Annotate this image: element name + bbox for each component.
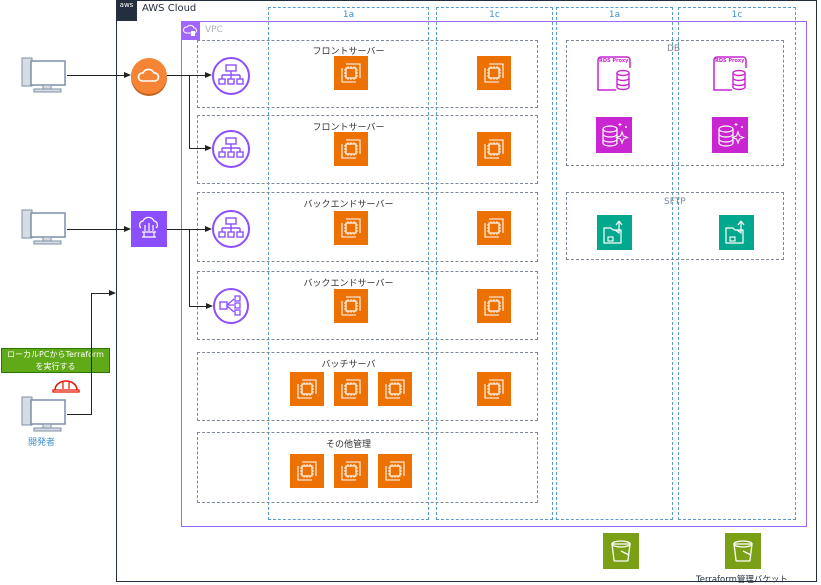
ec2-instance-icon[interactable]	[334, 372, 368, 406]
rds-proxy-icon[interactable]: RDS Proxy	[596, 56, 632, 92]
group-label: バックエンドサーバー	[303, 279, 394, 289]
arrow-head-icon	[124, 72, 131, 78]
aws-cloud-group	[116, 0, 817, 582]
note-line-2: を実行する	[35, 362, 76, 371]
aws-cloud-title: AWS Cloud	[142, 3, 197, 14]
connector-line	[67, 414, 92, 415]
client-pc-icon[interactable]	[21, 209, 67, 250]
az-label: 1a	[342, 10, 355, 20]
connector-line	[67, 229, 125, 230]
arrow-head-icon	[124, 226, 131, 232]
api-gateway-icon[interactable]	[131, 211, 167, 247]
arrow-head-icon	[205, 72, 212, 78]
group-other-management	[197, 432, 538, 503]
group-label: バッチサーバ	[321, 360, 376, 370]
rds-proxy-icon[interactable]: RDS Proxy	[712, 56, 748, 92]
connector-line	[189, 148, 207, 149]
connector-line	[167, 229, 207, 230]
terraform-note: ローカルPCからTerraform を実行する	[1, 348, 110, 373]
aurora-icon[interactable]	[596, 117, 632, 153]
group-db	[566, 40, 784, 166]
group-label: フロントサーバー	[312, 47, 385, 57]
az-label: 1c	[731, 10, 743, 20]
az-label: 1c	[489, 10, 500, 20]
s3-bucket-icon[interactable]	[603, 533, 639, 569]
rds-proxy-label: RDS Proxy	[715, 58, 745, 64]
connector-line	[189, 229, 190, 306]
connector-line	[91, 293, 109, 294]
az-label: 1a	[608, 10, 621, 20]
group-front-1	[197, 40, 538, 108]
application-load-balancer-icon[interactable]	[212, 130, 250, 168]
arrow-head-icon	[205, 145, 212, 151]
hard-hat-icon	[51, 378, 81, 398]
ec2-instance-icon[interactable]	[477, 56, 511, 90]
connector-line	[91, 293, 92, 415]
client-pc-icon[interactable]	[21, 57, 67, 98]
group-label: フロントサーバー	[312, 123, 385, 133]
note-line-1: ローカルPCからTerraform	[7, 350, 104, 359]
ec2-instance-icon[interactable]	[477, 211, 511, 245]
network-load-balancer-icon[interactable]	[213, 288, 249, 324]
ec2-instance-icon[interactable]	[334, 289, 368, 323]
application-load-balancer-icon[interactable]	[212, 210, 250, 248]
ec2-instance-icon[interactable]	[334, 454, 368, 488]
ec2-instance-icon[interactable]	[477, 289, 511, 323]
ec2-instance-icon[interactable]	[334, 56, 368, 90]
transfer-family-icon[interactable]	[597, 215, 632, 250]
group-backend-2	[197, 271, 538, 340]
ec2-instance-icon[interactable]	[334, 132, 368, 166]
group-sftp	[566, 192, 784, 260]
arrow-head-icon	[205, 226, 212, 232]
ec2-instance-icon[interactable]	[477, 132, 511, 166]
aurora-icon[interactable]	[712, 117, 748, 153]
sftp-group-label: SFTP	[664, 197, 686, 207]
arrow-head-icon	[206, 303, 213, 309]
developer-pc-icon[interactable]	[21, 396, 67, 437]
ec2-instance-icon[interactable]	[477, 372, 511, 406]
group-label: バックエンドサーバー	[303, 200, 394, 210]
ec2-instance-icon[interactable]	[290, 372, 324, 406]
cloudfront-icon[interactable]	[131, 58, 167, 94]
aws-logo-icon: aws	[116, 0, 137, 21]
developer-label: 開発者	[28, 438, 56, 448]
rds-proxy-label: RDS Proxy	[599, 58, 629, 64]
group-backend-1	[197, 192, 538, 262]
az-1c-app	[436, 7, 553, 520]
transfer-family-icon[interactable]	[719, 215, 754, 250]
az-1c-data	[678, 7, 796, 520]
vpc-group	[181, 21, 807, 527]
connector-line	[189, 306, 207, 307]
ec2-instance-icon[interactable]	[334, 211, 368, 245]
terraform-bucket-label: Terraform管理バケット	[696, 575, 788, 585]
aws-cloud-border-top	[116, 0, 817, 1]
connector-line	[189, 75, 190, 148]
group-label: その他管理	[325, 440, 371, 450]
vpc-icon	[181, 21, 200, 40]
az-1a-app	[268, 7, 429, 520]
arrow-head-icon	[109, 290, 116, 296]
db-group-label: DB	[667, 44, 681, 54]
ec2-instance-icon[interactable]	[378, 454, 412, 488]
ec2-instance-icon[interactable]	[290, 454, 324, 488]
ec2-instance-icon[interactable]	[378, 372, 412, 406]
s3-bucket-icon[interactable]	[725, 533, 761, 569]
group-front-2	[197, 115, 538, 184]
group-batch	[197, 352, 538, 421]
application-load-balancer-icon[interactable]	[212, 57, 250, 95]
az-1a-data	[556, 7, 673, 520]
connector-line	[67, 75, 125, 76]
connector-line	[167, 75, 207, 76]
vpc-title: VPC	[205, 25, 223, 35]
